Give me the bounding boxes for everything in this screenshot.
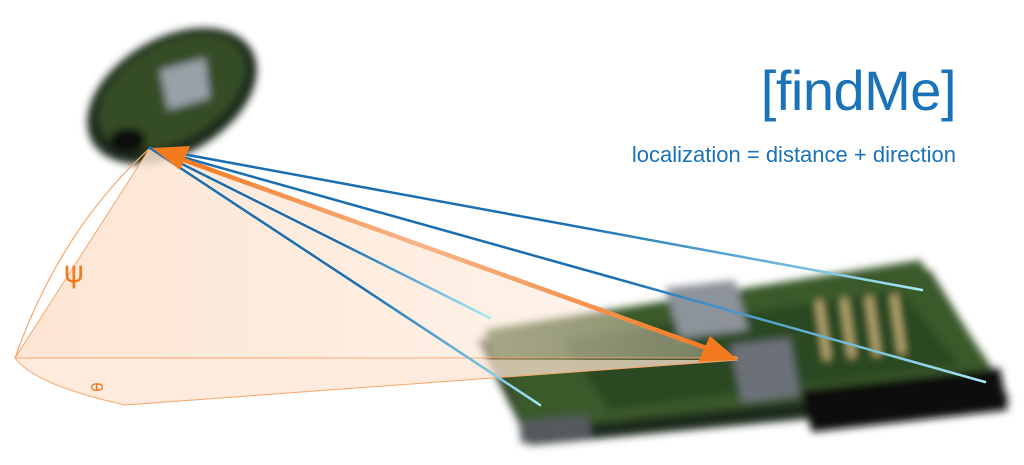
angle-cone	[14, 147, 739, 406]
arrowhead-receiver	[698, 336, 738, 362]
signal-rays	[148, 146, 987, 407]
azimuth-angle-label: θ	[88, 382, 107, 392]
page-title: [findMe]	[760, 59, 957, 122]
ray-mid	[148, 146, 492, 320]
distance-arrow	[152, 146, 738, 362]
elevation-angle-label: ψ	[64, 255, 84, 290]
tag-board	[87, 27, 257, 165]
page-subtitle: localization = distance + direction	[631, 142, 956, 167]
ray-far-right	[148, 146, 924, 292]
ray-low	[148, 146, 542, 407]
ray-right-bottom	[148, 146, 987, 384]
receiver-board	[478, 260, 1010, 445]
arrowhead-tag	[152, 146, 190, 170]
